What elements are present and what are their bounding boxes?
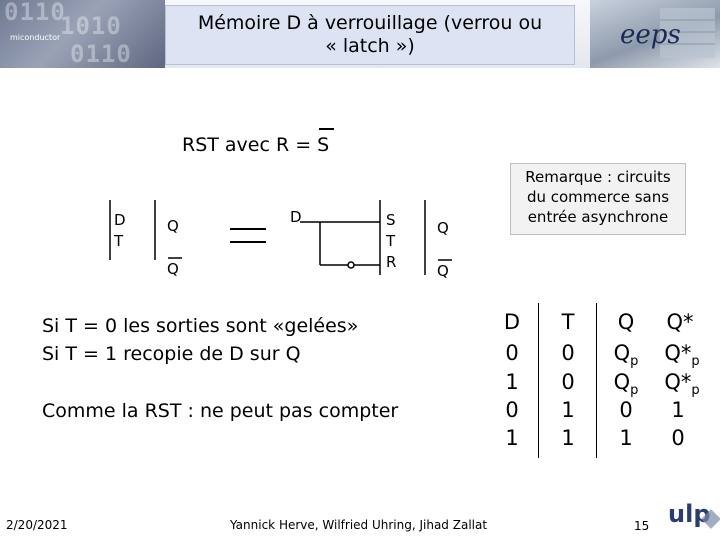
ulp-logo: ulp <box>662 500 720 540</box>
table-cell: Q*p <box>664 341 700 370</box>
latch-schematic <box>109 200 452 275</box>
remark-box: Remarque : circuits du commerce sans ent… <box>510 163 686 235</box>
table-divider-2 <box>596 303 597 458</box>
right-block-s-label: S <box>386 211 396 229</box>
table-header-q: Q <box>617 310 635 334</box>
table-cell: Qp <box>613 370 639 399</box>
footer-date: 2/20/2021 <box>6 518 68 532</box>
slide-title: Mémoire D à verrouillage (verrou ou « la… <box>165 5 575 65</box>
body-line-1: Si T = 0 les sorties sont «gelées» <box>42 315 359 337</box>
right-block-qbar-label: Q <box>437 262 449 280</box>
table-cell: 1 <box>505 370 519 394</box>
remark-line-3: entrée asynchrone <box>527 208 669 226</box>
building-graphic <box>660 8 715 58</box>
header-left-image: 0110 1010 0110 miconductor <box>0 0 165 68</box>
table-divider-1 <box>538 303 539 458</box>
table-cell: 1 <box>561 426 575 450</box>
table-cell: 0 <box>505 398 519 422</box>
table-header-qstar: Q* <box>666 310 694 334</box>
right-block-q-label: Q <box>437 219 449 237</box>
binary-pattern: 0110 <box>70 40 132 68</box>
table-cell: 0 <box>561 370 575 394</box>
s-overline <box>319 128 334 130</box>
footer-authors: Yannick Herve, Wilfried Uhring, Jihad Za… <box>230 518 488 532</box>
remark-line-2: du commerce sans <box>526 188 670 206</box>
table-cell: 0 <box>505 341 519 365</box>
title-line-1: Mémoire D à verrouillage (verrou ou <box>197 12 543 34</box>
body-line-2: Si T = 1 recopie de D sur Q <box>42 343 301 365</box>
binary-pattern: 1010 <box>60 12 122 40</box>
right-block-r-label: R <box>386 253 397 271</box>
left-block-d-label: D <box>114 211 126 229</box>
table-cell: 1 <box>671 398 685 422</box>
header-right-image: eeps <box>590 0 720 68</box>
table-header-t: T <box>561 310 575 334</box>
right-block-d-label: D <box>290 208 302 226</box>
table-header-d: D <box>503 310 521 334</box>
footer-page-number: 15 <box>634 519 650 533</box>
table-cell: Q*p <box>664 370 700 399</box>
eeps-logo: eeps <box>620 20 681 50</box>
table-cell: Qp <box>613 341 639 370</box>
right-block-t-label: T <box>386 232 396 250</box>
left-block-t-label: T <box>114 232 124 250</box>
rst-caption: RST avec R = S <box>182 134 330 156</box>
table-cell: 1 <box>505 426 519 450</box>
left-block-q-label: Q <box>167 217 179 235</box>
table-cell: 0 <box>619 398 633 422</box>
binary-pattern: 0110 <box>4 0 66 26</box>
table-cell: 1 <box>619 426 633 450</box>
title-line-2: « latch ») <box>325 35 415 57</box>
left-block-qbar-label: Q <box>167 260 179 278</box>
remark-line-1: Remarque : circuits <box>525 168 671 186</box>
inverter-bubble <box>347 261 355 269</box>
semiconductor-text: miconductor <box>10 33 61 42</box>
table-cell: 0 <box>561 341 575 365</box>
table-cell: 0 <box>671 426 685 450</box>
body-line-3: Comme la RST : ne peut pas compter <box>42 400 399 422</box>
table-cell: 1 <box>561 398 575 422</box>
